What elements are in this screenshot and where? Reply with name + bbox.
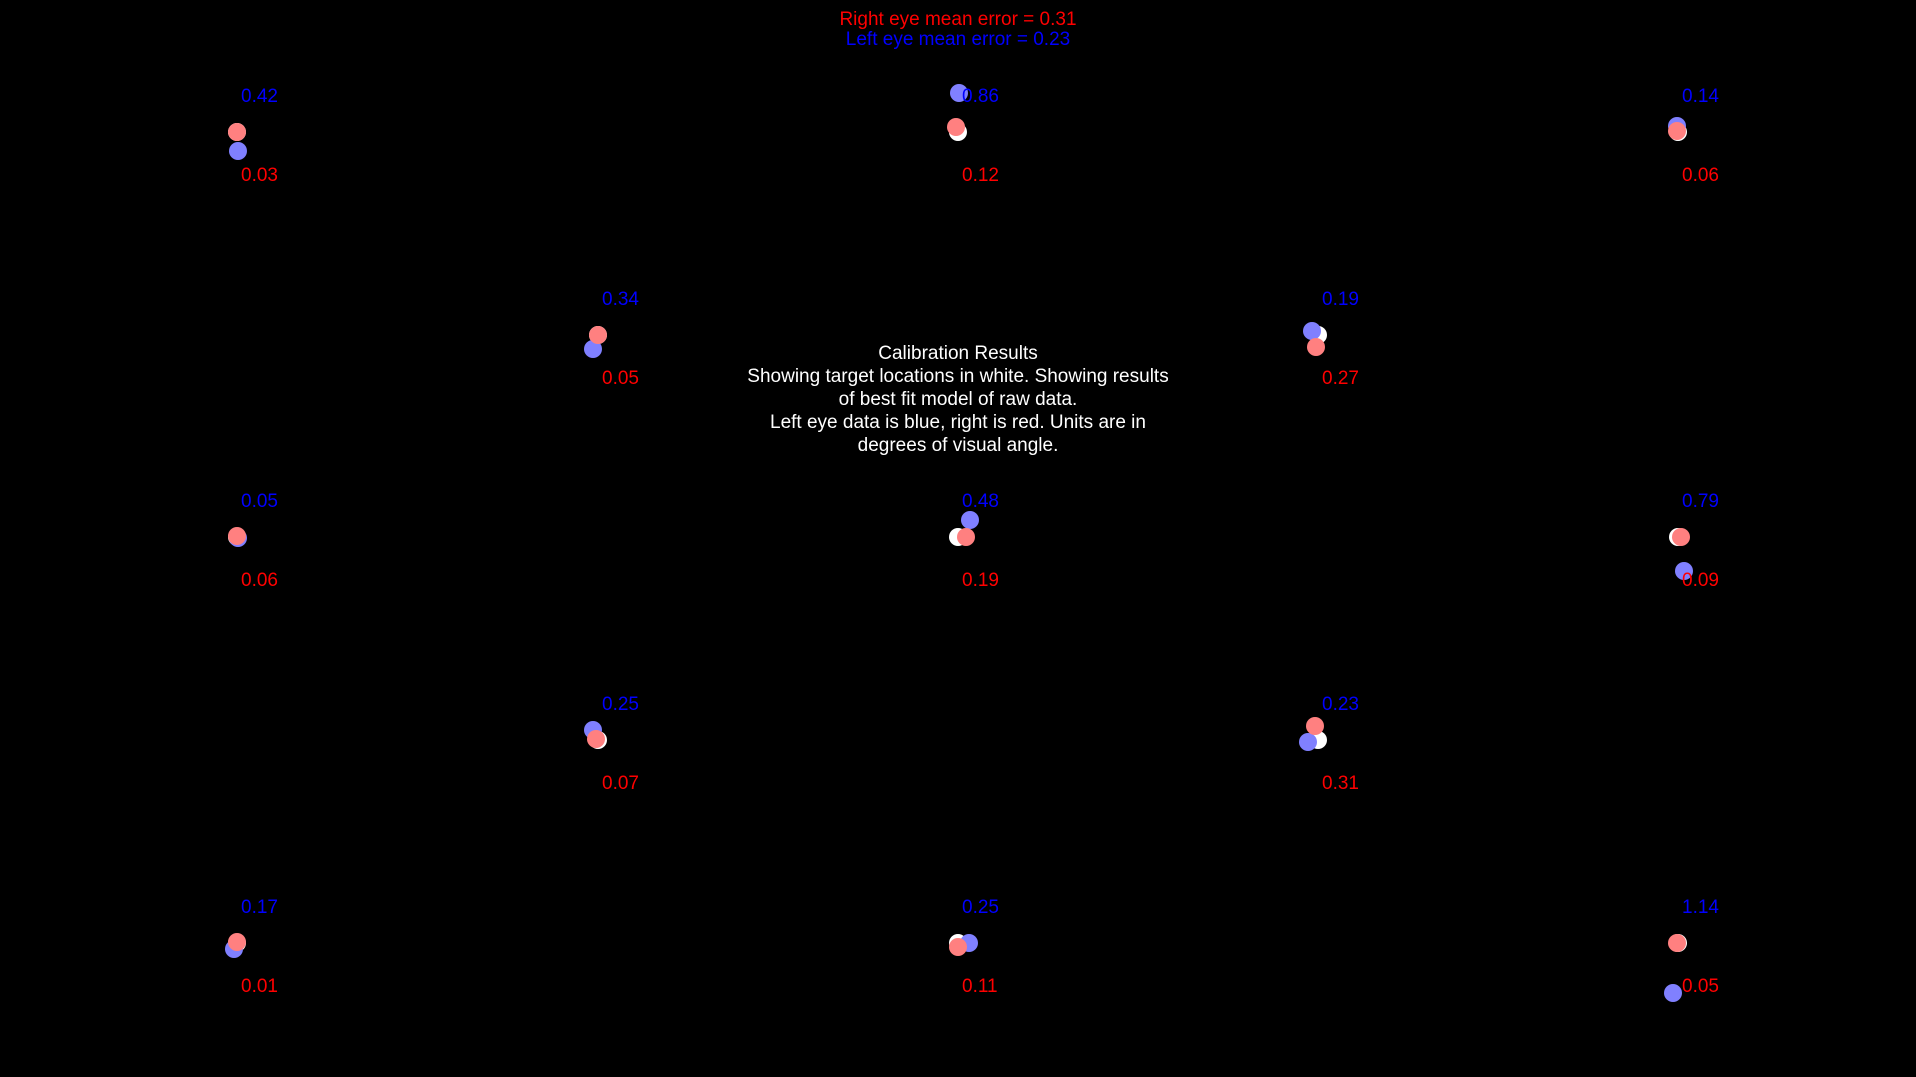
left-eye-error-label: 0.79 — [1682, 491, 1719, 512]
left-eye-marker — [584, 340, 602, 358]
left-eye-error-label: 0.05 — [241, 491, 278, 512]
right-eye-marker — [587, 730, 605, 748]
right-eye-marker — [1307, 338, 1325, 356]
left-eye-error-label: 0.19 — [1322, 289, 1359, 310]
left-eye-marker — [1299, 733, 1317, 751]
right-eye-error-label: 0.12 — [962, 165, 999, 186]
right-eye-error-label: 0.11 — [962, 976, 998, 997]
left-eye-marker — [950, 84, 968, 102]
right-eye-error-label: 0.01 — [241, 976, 278, 997]
right-eye-marker — [949, 938, 967, 956]
info-line: Showing target locations in white. Showi… — [747, 366, 1169, 387]
right-eye-error-label: 0.06 — [241, 570, 278, 591]
left-eye-mean-error: Left eye mean error = 0.23 — [845, 29, 1071, 50]
right-eye-marker — [228, 123, 246, 141]
left-eye-error-label: 0.14 — [1682, 86, 1719, 107]
left-eye-marker — [229, 142, 247, 160]
left-eye-error-label: 0.17 — [241, 897, 278, 918]
right-eye-error-label: 0.06 — [1682, 165, 1719, 186]
info-line: of best fit model of raw data. — [838, 389, 1078, 410]
right-eye-error-label: 0.19 — [962, 570, 999, 591]
right-eye-error-label: 0.07 — [602, 773, 639, 794]
right-eye-marker — [228, 527, 246, 545]
left-eye-error-label: 0.25 — [602, 694, 639, 715]
right-eye-marker — [947, 118, 965, 136]
info-title: Calibration Results — [878, 343, 1038, 364]
right-eye-marker — [1668, 122, 1686, 140]
left-eye-error-label: 0.48 — [962, 491, 999, 512]
left-eye-error-label: 1.14 — [1682, 897, 1719, 918]
left-eye-error-label: 0.25 — [962, 897, 999, 918]
right-eye-marker — [589, 326, 607, 344]
right-eye-marker — [228, 933, 246, 951]
left-eye-marker — [1303, 322, 1321, 340]
right-eye-error-label: 0.05 — [1682, 976, 1719, 997]
left-eye-marker — [961, 511, 979, 529]
right-eye-marker — [1672, 528, 1690, 546]
right-eye-marker — [1668, 934, 1686, 952]
left-eye-error-label: 0.42 — [241, 86, 278, 107]
right-eye-error-label: 0.09 — [1682, 570, 1719, 591]
right-eye-error-label: 0.27 — [1322, 368, 1359, 389]
left-eye-marker — [1675, 562, 1693, 580]
right-eye-marker — [1306, 717, 1324, 735]
right-eye-mean-error: Right eye mean error = 0.31 — [839, 9, 1077, 30]
left-eye-error-label: 0.86 — [962, 86, 999, 107]
info-line: Left eye data is blue, right is red. Uni… — [770, 412, 1146, 433]
left-eye-marker — [1664, 984, 1682, 1002]
left-eye-error-label: 0.23 — [1322, 694, 1359, 715]
right-eye-error-label: 0.03 — [241, 165, 278, 186]
left-eye-error-label: 0.34 — [602, 289, 639, 310]
right-eye-error-label: 0.05 — [602, 368, 639, 389]
right-eye-marker — [957, 528, 975, 546]
right-eye-error-label: 0.31 — [1322, 773, 1359, 794]
info-panel: Calibration Results Showing target locat… — [658, 342, 1258, 457]
info-line: degrees of visual angle. — [857, 435, 1059, 456]
